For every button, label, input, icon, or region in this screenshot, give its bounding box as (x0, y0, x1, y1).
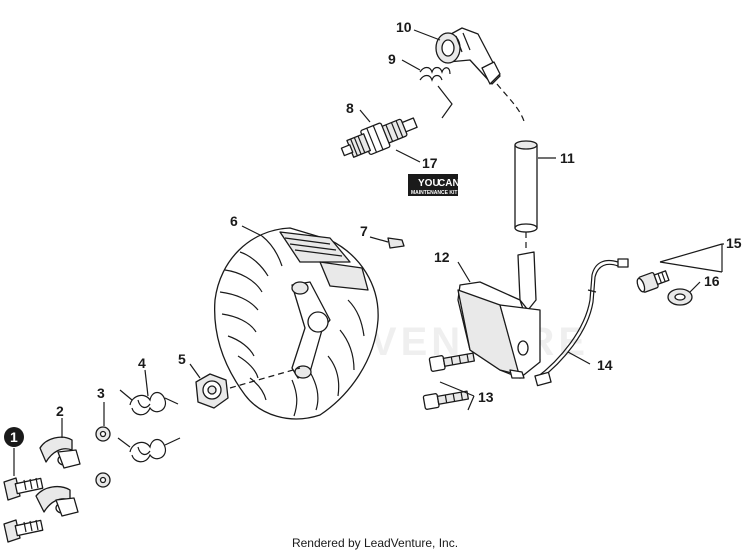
part-coil-screws[interactable] (422, 350, 476, 410)
callout-2[interactable]: 2 (56, 403, 64, 419)
assembly-link (496, 83, 526, 125)
part-washer[interactable] (95, 472, 111, 488)
callout-4[interactable]: 4 (138, 355, 146, 371)
callout-12[interactable]: 12 (434, 249, 450, 265)
part-pawl-bolt[interactable] (3, 519, 44, 543)
part-starter-pawl[interactable] (35, 485, 79, 517)
callout-14[interactable]: 14 (597, 357, 613, 373)
part-flywheel-key[interactable] (387, 237, 405, 249)
part-flywheel-nut[interactable] (195, 373, 229, 409)
callout-16[interactable]: 16 (704, 273, 720, 289)
part-stop-switch[interactable] (635, 268, 670, 294)
callout-10[interactable]: 10 (396, 19, 412, 35)
callout-17[interactable]: 17 (422, 155, 438, 171)
callout-11[interactable]: 11 (560, 150, 575, 166)
callout-numbers: 10 9 8 17 11 12 6 7 5 4 3 2 13 14 15 16 … (4, 19, 742, 447)
callout-8[interactable]: 8 (346, 100, 354, 116)
part-pawl-spring[interactable] (117, 437, 181, 463)
part-flywheel[interactable] (213, 227, 379, 420)
part-switch-nut[interactable] (667, 288, 693, 306)
part-ground-wire[interactable] (534, 258, 629, 387)
callout-6[interactable]: 6 (230, 213, 238, 229)
callout-1[interactable]: 1 (4, 427, 24, 447)
callout-7[interactable]: 7 (360, 223, 368, 239)
maintenance-kit-badge: YOU CAN MAINTENANCE KIT (408, 174, 460, 196)
svg-text:YOU: YOU (418, 178, 440, 189)
part-spark-plug-spring[interactable] (419, 66, 453, 119)
part-spark-plug[interactable] (338, 111, 420, 164)
svg-text:1: 1 (10, 429, 18, 445)
leader-lines (13, 29, 724, 476)
part-pawl-bolt[interactable] (3, 477, 44, 501)
callout-3[interactable]: 3 (97, 385, 105, 401)
callout-13[interactable]: 13 (478, 389, 494, 405)
callout-5[interactable]: 5 (178, 351, 186, 367)
callout-15[interactable]: 15 (726, 235, 742, 251)
part-spark-plug-boot[interactable] (435, 27, 501, 85)
part-ignition-wire[interactable] (514, 140, 538, 233)
svg-text:MAINTENANCE KIT: MAINTENANCE KIT (411, 190, 457, 196)
part-starter-pawl[interactable] (39, 436, 81, 469)
svg-text:CAN: CAN (438, 178, 460, 189)
part-washer[interactable] (95, 426, 111, 442)
assembly-link (229, 367, 301, 389)
footer-credit: Rendered by LeadVenture, Inc. (291, 536, 459, 550)
part-pawl-spring[interactable] (119, 389, 179, 416)
callout-9[interactable]: 9 (388, 51, 396, 67)
part-ignition-coil[interactable] (457, 251, 541, 379)
